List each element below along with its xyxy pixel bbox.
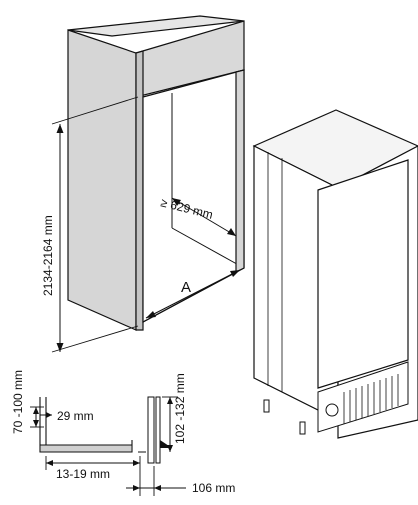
plinth-vent-height-label: 70 -100 mm <box>11 370 25 434</box>
door-gap-label: 102 -132 mm <box>173 373 187 444</box>
top-vent-depth-label: 29 mm <box>57 409 94 423</box>
vent-detail: 70 -100 mm 29 mm 102 -132 mm 13-19 mm <box>11 370 235 496</box>
fridge-appliance <box>252 109 418 439</box>
niche-height-label: 2134-2164 mm <box>41 215 55 296</box>
cabinet-niche <box>67 15 245 331</box>
niche-height-dimension: 2134-2164 mm <box>41 96 139 353</box>
niche-width-marker: A <box>181 279 191 296</box>
door-offset-label: 106 mm <box>192 481 235 495</box>
niche-width-dimension: A <box>145 269 241 319</box>
side-offset-label: 13-19 mm <box>56 467 110 481</box>
